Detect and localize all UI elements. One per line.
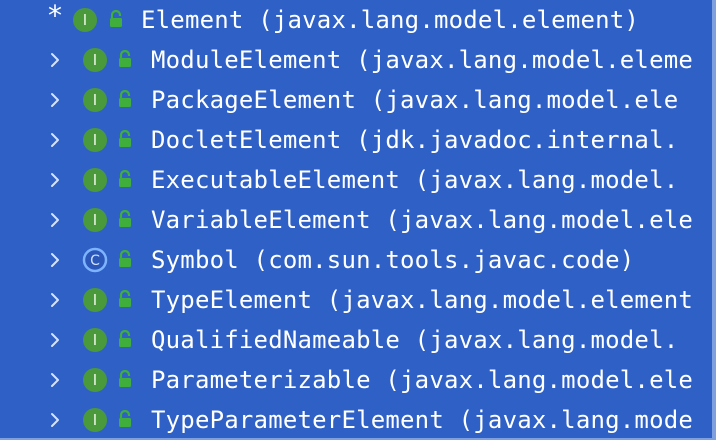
tree-item-label: QualifiedNameable (javax.lang.model. [151,326,679,354]
chevron-right-icon[interactable] [47,132,63,148]
svg-text:I: I [93,291,97,309]
panel-border-bottom [0,438,716,440]
tree-item[interactable]: I QualifiedNameable (javax.lang.model. [0,320,716,360]
svg-text:I: I [93,91,97,109]
svg-text:I: I [83,11,87,29]
interface-icon: I [83,408,107,432]
lock-icon [119,50,131,67]
interface-icon: I [83,288,107,312]
interface-icon: I [73,8,97,32]
chevron-right-icon[interactable] [47,252,63,268]
tree-item-label: ExecutableElement (javax.lang.model. [151,166,679,194]
tree-item-label: Parameterizable (javax.lang.model.ele [151,366,694,394]
lock-icon [119,90,131,107]
tree-item-label: VariableElement (javax.lang.model.ele [151,206,694,234]
chevron-right-icon[interactable] [47,372,63,388]
tree-item[interactable]: I Parameterizable (javax.lang.model.ele [0,360,716,400]
svg-text:I: I [93,51,97,69]
chevron-right-icon[interactable] [47,212,63,228]
tree-root-label: Element (javax.lang.model.element) [141,6,640,34]
svg-text:I: I [93,411,97,429]
root-marker: * [48,0,62,32]
tree-item-label: TypeParameterElement (javax.lang.mode [151,406,694,434]
chevron-right-icon[interactable] [47,52,63,68]
svg-text:C: C [90,253,100,269]
tree-item-label: ModuleElement (javax.lang.model.eleme [151,46,694,74]
chevron-right-icon[interactable] [47,412,63,428]
class-icon: C [82,247,108,273]
interface-icon: I [83,48,107,72]
chevron-right-icon[interactable] [47,92,63,108]
lock-icon [119,290,131,307]
chevron-right-icon[interactable] [47,332,63,348]
interface-icon: I [83,328,107,352]
chevron-right-icon[interactable] [47,292,63,308]
tree-item[interactable]: I ModuleElement (javax.lang.model.eleme [0,40,716,80]
lock-icon [119,250,131,267]
lock-icon [110,10,122,27]
tree-item[interactable]: I VariableElement (javax.lang.model.ele [0,200,716,240]
tree-item[interactable]: I PackageElement (javax.lang.model.ele [0,80,716,120]
tree-item-label: DocletElement (jdk.javadoc.internal. [151,126,679,154]
tree-root-row[interactable]: * I Element (javax.lang.model.element) [0,0,716,40]
svg-text:I: I [93,331,97,349]
tree-item[interactable]: I ExecutableElement (javax.lang.model. [0,160,716,200]
svg-text:I: I [93,131,97,149]
interface-icon: I [83,368,107,392]
lock-icon [119,210,131,227]
interface-icon: I [83,128,107,152]
lock-icon [119,330,131,347]
tree-item[interactable]: I TypeElement (javax.lang.model.element [0,280,716,320]
tree-item-label: Symbol (com.sun.tools.javac.code) [151,246,635,274]
tree-item[interactable]: I TypeParameterElement (javax.lang.mode [0,400,716,440]
panel-border-right [712,0,716,440]
interface-icon: I [83,208,107,232]
tree-item-label: PackageElement (javax.lang.model.ele [151,86,679,114]
svg-text:I: I [93,211,97,229]
svg-text:I: I [93,171,97,189]
lock-icon [119,410,131,427]
interface-icon: I [83,88,107,112]
tree-item[interactable]: C Symbol (com.sun.tools.javac.code) [0,240,716,280]
tree-item[interactable]: I DocletElement (jdk.javadoc.internal. [0,120,716,160]
lock-icon [119,130,131,147]
lock-icon [119,170,131,187]
interface-icon: I [83,168,107,192]
lock-icon [119,370,131,387]
tree-item-label: TypeElement (javax.lang.model.element [151,286,694,314]
chevron-right-icon[interactable] [47,172,63,188]
svg-text:I: I [93,371,97,389]
